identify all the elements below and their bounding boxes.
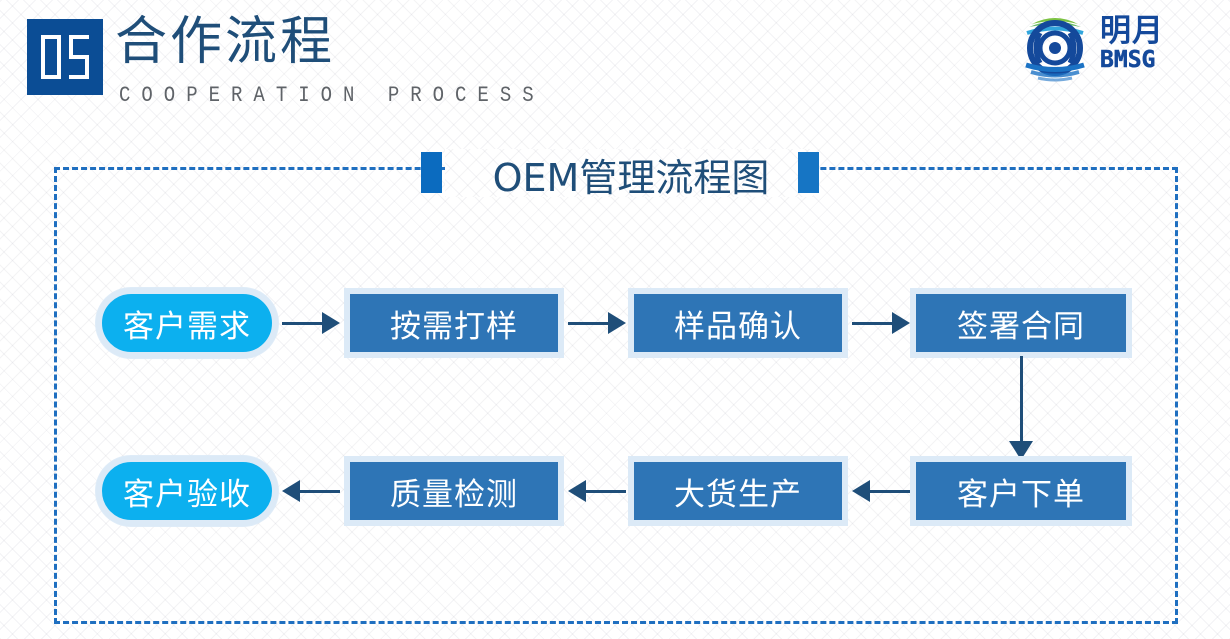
title-accent-bar-left — [421, 152, 442, 193]
section-title-backdrop — [445, 149, 813, 197]
flow-node-customer-order[interactable]: 客户下单 — [910, 456, 1132, 526]
section-number-digits — [27, 19, 103, 95]
flow-node-bulk-production[interactable]: 大货生产 — [628, 456, 848, 526]
flow-node-sign-contract[interactable]: 签署合同 — [910, 288, 1132, 358]
connector-order-to-bulk-production — [852, 473, 910, 509]
section-number-badge: 05 — [27, 19, 103, 95]
brand-name-cn: 明月 — [1100, 13, 1164, 49]
globe-sphere-logo-icon — [1018, 10, 1092, 82]
digit-five — [69, 35, 89, 79]
connector-bulk-to-quality — [568, 473, 626, 509]
section-title: OEM管理流程图 — [492, 155, 770, 200]
brand-logo: 明月 BMSG — [1008, 8, 1218, 84]
page-title: 合作流程 — [115, 14, 336, 71]
flow-node-customer-acceptance[interactable]: 客户验收 — [96, 456, 278, 526]
title-accent-bar-right — [798, 152, 819, 193]
page-subtitle: COOPERATION PROCESS — [119, 82, 545, 108]
connector-demand-to-sampling — [282, 305, 340, 341]
connector-quality-to-acceptance — [282, 473, 340, 509]
section-title-group: OEM管理流程图 — [415, 143, 825, 205]
connector-contract-to-customer-order — [1005, 356, 1037, 460]
brand-name-en: BMSG — [1100, 47, 1156, 73]
section-number-value: 05 — [27, 19, 103, 95]
flow-node-on-demand-sampling[interactable]: 按需打样 — [344, 288, 564, 358]
digit-zero — [41, 35, 61, 79]
flow-node-sample-confirm[interactable]: 样品确认 — [628, 288, 848, 358]
slide-header: 05 合作流程 COOPERATION PROCESS — [0, 0, 1230, 118]
connector-sample-confirm-to-contract — [852, 305, 910, 341]
flow-node-quality-inspection[interactable]: 质量检测 — [344, 456, 564, 526]
brand-logo-text: 明月 BMSG — [1100, 14, 1210, 78]
flow-node-customer-demand[interactable]: 客户需求 — [96, 288, 278, 358]
connector-sampling-to-sample-confirm — [568, 305, 626, 341]
